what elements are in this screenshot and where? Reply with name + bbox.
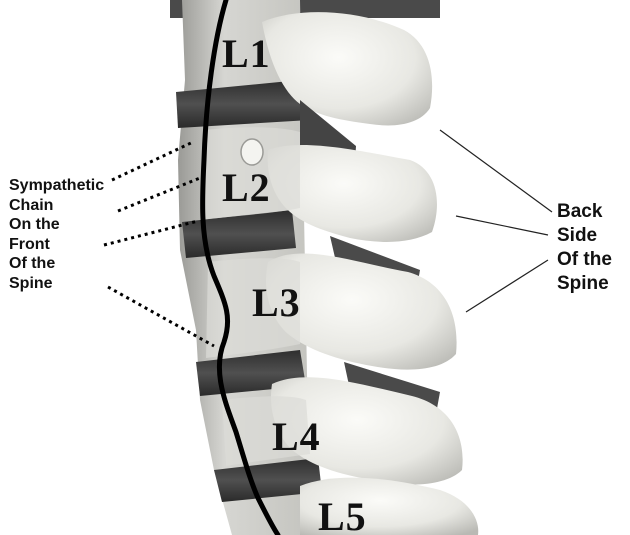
l2-bony-knob	[241, 139, 263, 165]
back-side-caption: Back Side Of the Spine	[557, 200, 612, 296]
label-l1: L1	[222, 34, 271, 74]
caption-line: Sympathetic	[9, 176, 104, 196]
caption-line: Spine	[9, 274, 104, 294]
label-l5: L5	[318, 497, 367, 535]
caption-line: On the	[9, 215, 104, 235]
pointer-line-2	[456, 216, 548, 235]
sympathetic-chain-caption: Sympathetic Chain On the Front Of the Sp…	[9, 176, 104, 293]
label-l4: L4	[272, 417, 321, 457]
caption-line: Back	[557, 200, 612, 224]
caption-line: Front	[9, 235, 104, 255]
caption-line: Of the	[557, 248, 612, 272]
pointer-line-3	[466, 260, 548, 312]
label-l2: L2	[222, 168, 271, 208]
caption-line: Spine	[557, 272, 612, 296]
caption-line: Side	[557, 224, 612, 248]
label-l3: L3	[252, 283, 301, 323]
caption-line: Of the	[9, 254, 104, 274]
pointer-line-1	[440, 130, 552, 212]
caption-line: Chain	[9, 196, 104, 216]
